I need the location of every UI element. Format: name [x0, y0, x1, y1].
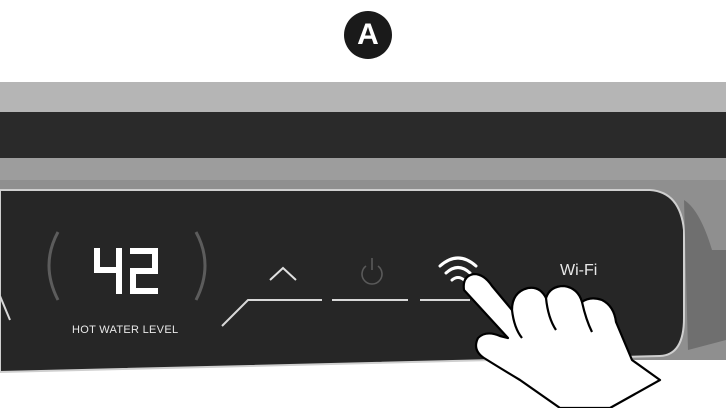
wifi-label: Wi-Fi — [560, 262, 597, 280]
housing-dark-band — [0, 112, 726, 158]
hot-water-level-label: HOT WATER LEVEL — [72, 324, 178, 336]
housing-mid — [0, 158, 726, 180]
housing-top — [0, 82, 726, 112]
